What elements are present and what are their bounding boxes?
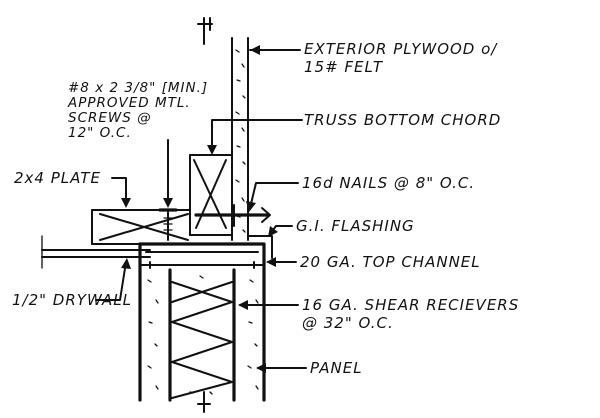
screw-fastener <box>158 208 178 241</box>
truss-bottom-chord <box>189 154 233 236</box>
label-screw-line2: APPROVED MTL. <box>67 95 191 111</box>
label-flashing: G.I. FLASHING <box>296 217 415 235</box>
two-by-four-plate <box>91 209 191 245</box>
break-mark-top <box>197 17 213 45</box>
label-screw-line1: #8 x 2 3/8" [MIN.] <box>68 80 208 96</box>
nail-fastener <box>194 204 271 227</box>
label-truss-bottom-chord: TRUSS BOTTOM CHORD <box>304 111 501 129</box>
top-channel-flashing <box>138 235 273 269</box>
break-mark-bottom <box>197 391 211 413</box>
label-top-channel: 20 GA. TOP CHANNEL <box>300 253 481 271</box>
label-screw-line4: 12" O.C. <box>68 125 132 141</box>
label-plate: 2x4 PLATE <box>14 169 101 187</box>
shear-receiver-truss <box>168 268 236 402</box>
label-exterior-plywood-line2: 15# FELT <box>304 58 384 76</box>
leader-lines <box>95 45 307 373</box>
label-drywall: 1/2" DRYWALL <box>12 291 132 309</box>
label-shear-receivers-line2: @ 32" O.C. <box>302 314 394 332</box>
label-screw-line3: SCREWS @ <box>68 110 152 126</box>
concrete-panel <box>138 260 266 402</box>
label-shear-receivers-line1: 16 GA. SHEAR RECIEVERS <box>302 296 519 314</box>
drywall-ceiling <box>41 235 151 269</box>
label-exterior-plywood-line1: EXTERIOR PLYWOOD o/ <box>304 40 498 58</box>
label-nails: 16d NAILS @ 8" O.C. <box>302 174 475 192</box>
label-panel: PANEL <box>310 359 363 377</box>
